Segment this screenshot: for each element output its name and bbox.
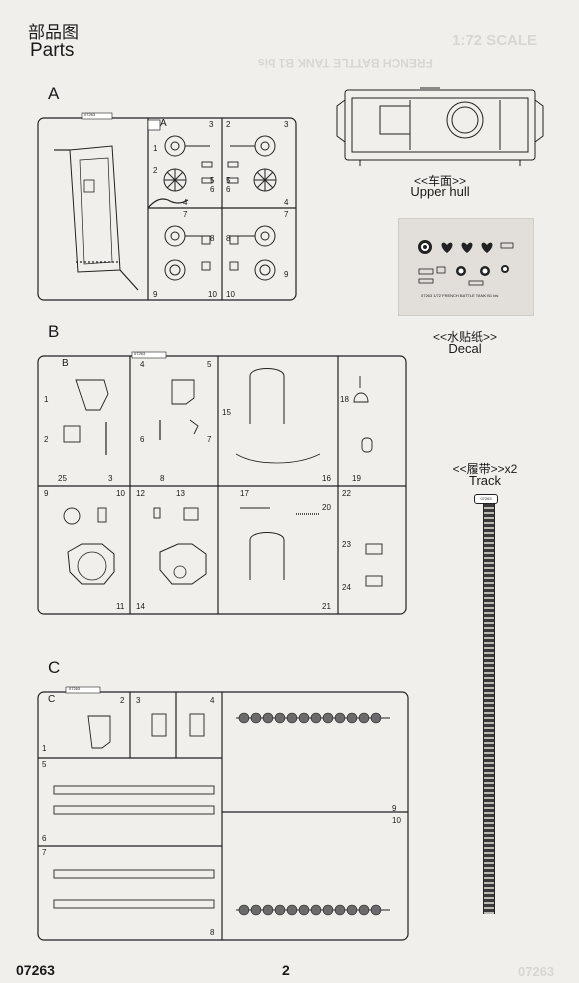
sprue-a-tag: A (160, 118, 167, 129)
part-b-3: 3 (108, 474, 113, 483)
sprue-c-tag: C (48, 694, 56, 705)
sprue-b-code: 07263 (134, 351, 146, 356)
part-c-1: 1 (42, 744, 47, 753)
part-b-22: 22 (342, 489, 351, 498)
part-a-4: 4 (183, 198, 188, 207)
part-c-2: 2 (120, 696, 125, 705)
part-c-9: 9 (392, 804, 397, 813)
footer-page-number: 2 (282, 962, 290, 978)
part-b-16: 16 (322, 474, 331, 483)
part-b-12: 12 (136, 489, 145, 498)
part-a-10: 10 (208, 290, 217, 299)
part-b-1: 1 (44, 395, 49, 404)
part-b-19: 19 (352, 474, 361, 483)
footer-product-code: 07263 (16, 962, 55, 978)
part-c-7: 7 (42, 848, 47, 857)
part-c-10: 10 (392, 816, 401, 825)
title-english: Parts (30, 40, 75, 61)
part-b-10: 10 (116, 489, 125, 498)
decal-sheet-text: 07263 1/72 FRENCH BATTLE TANK B1 bis (421, 293, 499, 298)
decal-caption-cn: <<水贴纸>> (432, 330, 498, 344)
part-a-2b: 2 (226, 120, 231, 129)
part-a-9: 9 (153, 290, 158, 299)
track-caption-cn: <<履带>>x2 (452, 462, 518, 476)
track-code: 07263 (480, 496, 492, 501)
part-a-8: 8 (210, 234, 215, 243)
part-b-23: 23 (342, 540, 351, 549)
part-b-2: 2 (44, 435, 49, 444)
section-letter-b: B (48, 322, 60, 341)
sprue-b-tag: B (62, 358, 69, 369)
part-b-18: 18 (340, 395, 349, 404)
part-a-1: 1 (153, 144, 158, 153)
part-c-3: 3 (136, 696, 141, 705)
road-wheel-row-bottom (238, 904, 382, 916)
part-b-25: 25 (58, 474, 67, 483)
part-a-6b: 6 (226, 185, 231, 194)
part-a-3: 3 (209, 120, 214, 129)
section-letter-a: A (48, 84, 60, 103)
part-b-14: 14 (136, 602, 145, 611)
part-b-6: 6 (140, 435, 145, 444)
part-b-7: 7 (207, 435, 212, 444)
part-b-20: 20 (322, 503, 331, 512)
part-b-11: 11 (116, 602, 125, 611)
part-b-13: 13 (176, 489, 185, 498)
sprue-c-code: 07263 (69, 686, 81, 691)
track-tag: 07263 (474, 494, 498, 504)
part-a-2: 2 (153, 166, 158, 175)
part-b-5: 5 (207, 360, 212, 369)
part-a-5: 5 (210, 176, 215, 185)
part-b-9: 9 (44, 489, 49, 498)
section-letter-c: C (48, 658, 61, 677)
track-caption-en: Track (468, 473, 502, 488)
decal-sheet: 07263 1/72 FRENCH BATTLE TANK B1 bis (398, 218, 534, 316)
part-b-15: 15 (222, 408, 231, 417)
decal-caption-en: Decal (448, 341, 482, 356)
sprue-a-code: 07263 (84, 112, 96, 117)
part-a-7: 7 (183, 210, 188, 219)
decal-markings (418, 240, 514, 286)
part-a-10b: 10 (226, 290, 235, 299)
part-b-8: 8 (160, 474, 165, 483)
upper-hull-caption-cn: <<车面>> (413, 174, 467, 188)
part-b-21: 21 (322, 602, 331, 611)
part-a-3b: 3 (284, 120, 289, 129)
part-a-6: 6 (210, 185, 215, 194)
part-a-4b: 4 (284, 198, 289, 207)
part-b-4: 4 (140, 360, 145, 369)
part-c-8: 8 (210, 928, 215, 937)
part-a-8b: 8 (226, 234, 231, 243)
track-link-strip (483, 504, 495, 914)
upper-hull-caption-en: Upper hull (410, 184, 470, 199)
footer-faded-code: 07263 (518, 964, 555, 979)
part-a-9b: 9 (284, 270, 289, 279)
part-a-5b: 5 (226, 176, 231, 185)
part-b-24: 24 (342, 583, 351, 592)
title-chinese: 部品图 (28, 23, 79, 43)
part-b-17: 17 (240, 489, 249, 498)
part-c-6: 6 (42, 834, 47, 843)
part-c-5: 5 (42, 760, 47, 769)
part-a-7b: 7 (284, 210, 289, 219)
faded-scale-text: 1:72 SCALE (452, 32, 538, 49)
road-wheel-row-top (238, 712, 382, 724)
part-c-4: 4 (210, 696, 215, 705)
